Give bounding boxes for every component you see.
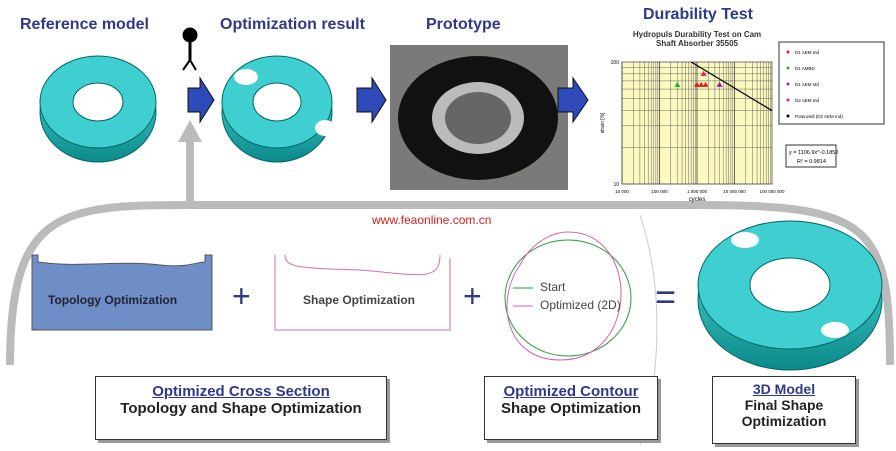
reference-model-title: Reference model (20, 16, 149, 33)
legend-marker (786, 50, 790, 54)
y-tick-label: 10 (613, 182, 619, 188)
start-contour (504, 239, 632, 357)
data-point (698, 81, 705, 87)
shape-cross-section (274, 254, 451, 331)
data-point (716, 81, 723, 87)
legend-label: D1 AEM Ind (795, 50, 820, 55)
equation-box (785, 144, 837, 168)
final-3d-model (697, 220, 883, 371)
box-subtitle: Final Shape Optimization (741, 397, 827, 429)
x-axis-label: cycles (689, 197, 706, 203)
prototype-photo (390, 45, 568, 190)
box-title: Optimized Cross Section (152, 383, 330, 400)
3d-model-box: 3D Model Final Shape Optimization (712, 376, 856, 444)
legend-label: D1 AEM std (795, 82, 819, 87)
legend-optimized: Optimized (2D) (540, 298, 621, 312)
data-point (700, 70, 707, 76)
legend-marker (786, 82, 790, 86)
legend-marker (786, 114, 790, 118)
reference-ring-model (39, 55, 157, 163)
plus-sign: + (232, 278, 251, 314)
legend-marker (786, 66, 790, 70)
x-tick-label: 10 000 000 (723, 189, 746, 194)
legend-label: D2 AEM Ind (795, 98, 820, 103)
contour-box: Optimized Contour Shape Optimization (484, 376, 658, 440)
x-tick-label: 10 000 (615, 189, 629, 194)
box-subtitle: Topology and Shape Optimization (120, 400, 362, 417)
legend-box (778, 41, 885, 125)
x-tick-label: 100 000 000 (759, 189, 785, 194)
legend-marker (786, 98, 790, 102)
durability-test-title: Durability Test (643, 6, 753, 23)
optimization-result-title: Optimization result (220, 16, 365, 33)
fit-line (690, 61, 773, 112)
thinking-figure-icon (182, 27, 198, 71)
shape-label: Shape Optimization (303, 293, 416, 307)
r2-text: R² = 0.9814 (797, 159, 826, 165)
box-title: Optimized Contour (503, 383, 639, 400)
cross-section-box: Optimized Cross Section Topology and Sha… (95, 376, 387, 440)
durability-chart: Hydropuls Durability Test on Cam Shaft A… (592, 30, 892, 205)
y-tick-label: 100 (611, 60, 620, 66)
legend-label: D1 AMBD (795, 66, 816, 71)
flow-arrows (187, 76, 589, 124)
chart-title: Hydropuls Durability Test on Cam Shaft A… (632, 30, 762, 48)
optimized-ring-model (221, 55, 335, 163)
data-point (694, 81, 700, 87)
plus-sign: + (463, 278, 482, 314)
data-point (674, 81, 681, 87)
topology-label: Topology Optimization (48, 293, 178, 307)
x-tick-label: 100 000 (651, 189, 668, 194)
prototype-title: Prototype (426, 16, 501, 33)
optimized-contour (506, 231, 622, 361)
legend-label: Potenziell (D2 AEM Ind) (795, 114, 843, 119)
topology-cross-section (31, 254, 213, 331)
box-title: 3D Model (752, 381, 816, 397)
x-tick-label: 1 000 000 (687, 189, 708, 194)
watermark: www.feaonline.com.cn (372, 213, 492, 227)
box-subtitle: Shape Optimization (500, 400, 641, 417)
data-point (702, 81, 709, 87)
y-axis-label: strain [%] (600, 112, 606, 133)
legend-start: Start (540, 280, 566, 294)
equation-text: y = 1106.9x^-0.1852 (789, 150, 838, 156)
equals-sign: = (655, 276, 677, 317)
